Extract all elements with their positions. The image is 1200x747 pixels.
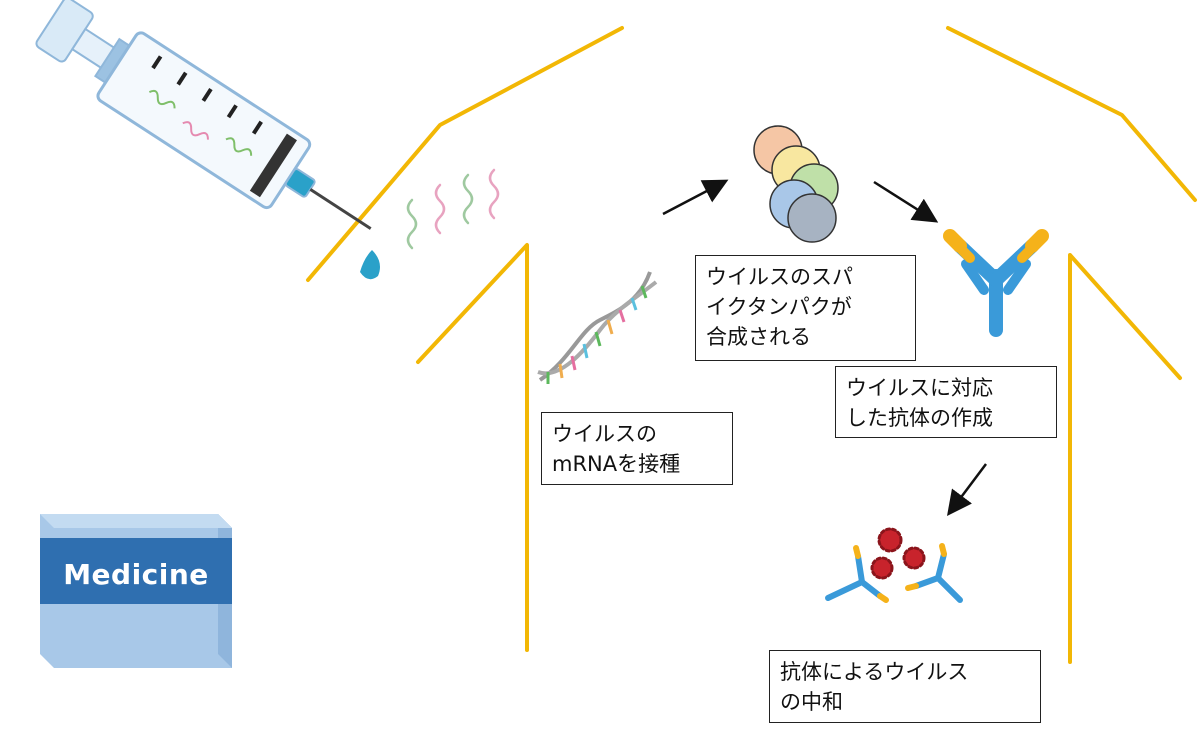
spike-label-box: ウイルスのスパ イクタンパクが 合成される — [695, 255, 916, 361]
left-arm-line — [416, 243, 529, 652]
flow-arrows — [662, 179, 987, 516]
neutralize-label-line-2: の中和 — [780, 690, 843, 714]
vaccine-droplet — [360, 250, 380, 280]
right-shoulder-line — [946, 26, 1197, 202]
vaccine-label-box: ウイルスの mRNAを接種 — [541, 412, 733, 485]
spike-protein-cluster-icon — [753, 125, 839, 243]
spike-label-line-2: イクタンパクが — [706, 295, 852, 319]
spike-label-line-1: ウイルスのスパ — [706, 265, 853, 289]
antibody-make-label-line-1: ウイルスに対応 — [846, 376, 993, 400]
antibody-left-icon — [825, 545, 889, 603]
syringe-illustration — [35, 0, 372, 230]
antibody-right-icon — [905, 543, 963, 603]
arrow-mrna-to-spike — [662, 179, 729, 216]
mrna-strands-floating — [406, 168, 500, 250]
mrna-helix-icon — [537, 271, 658, 384]
neutralize-label-box: 抗体によるウイルス の中和 — [769, 650, 1041, 723]
neutralization-illustration — [825, 527, 963, 603]
antibody-make-label-box: ウイルスに対応 した抗体の作成 — [835, 366, 1057, 438]
medicine-label: Medicine — [63, 558, 209, 591]
antibody-icon — [943, 229, 1049, 337]
neutralize-label-line-1: 抗体によるウイルス — [780, 660, 969, 684]
vaccine-label-line-2: mRNAを接種 — [552, 452, 681, 476]
medicine-box-icon — [40, 514, 232, 668]
left-shoulder-line — [306, 26, 624, 282]
spike-label-line-3: 合成される — [706, 325, 811, 349]
arrow-spike-to-antibody — [873, 180, 939, 223]
antibody-make-label-line-2: した抗体の作成 — [846, 406, 993, 430]
arrow-antibody-to-neutralize — [947, 463, 987, 516]
vaccine-label-line-1: ウイルスの — [552, 422, 657, 446]
body-outline — [306, 26, 1197, 664]
right-arm-line — [1068, 253, 1182, 664]
virus-icon — [870, 527, 926, 580]
